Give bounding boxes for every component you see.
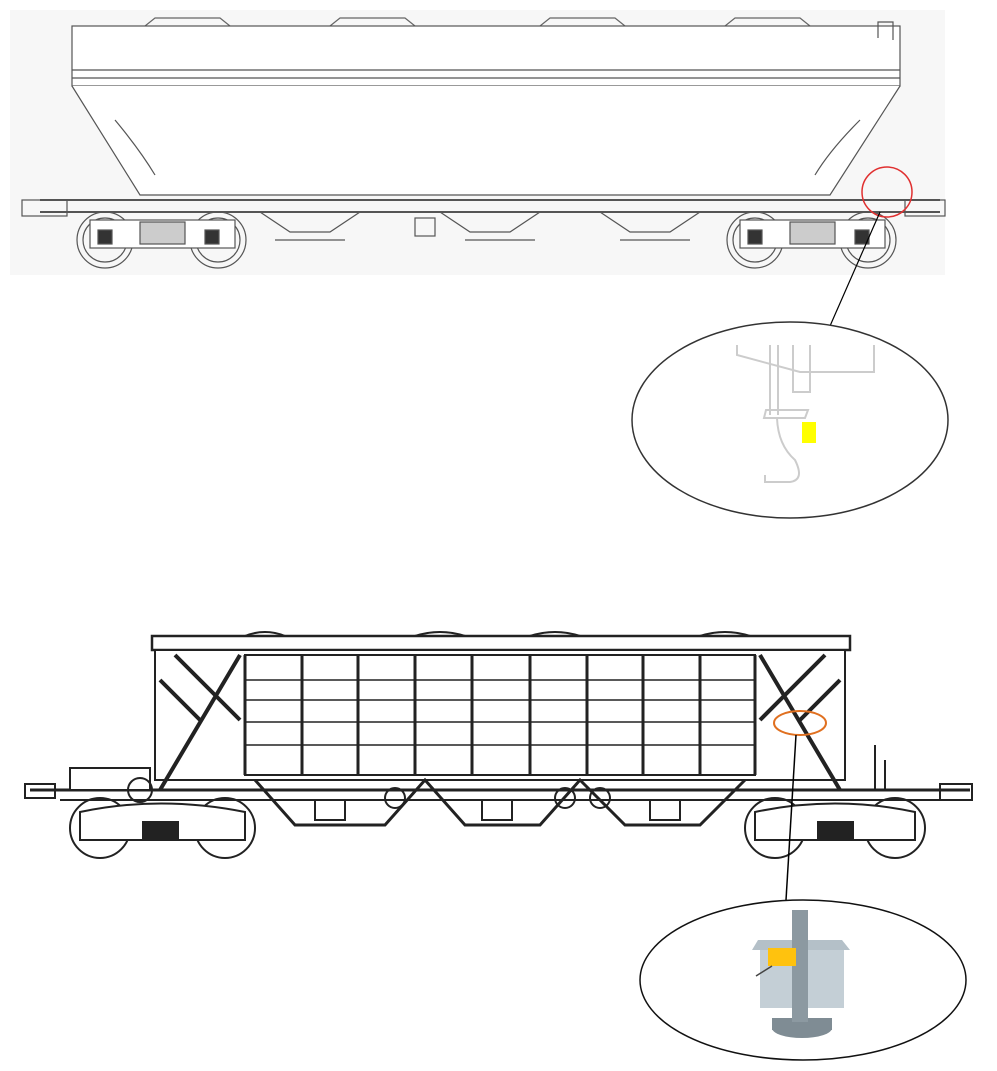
top-callout-line <box>829 211 881 327</box>
top-detail-inset <box>631 321 949 519</box>
side-ribs <box>243 655 757 775</box>
bottom-hopper-car <box>24 631 973 859</box>
tag-marker <box>802 422 816 443</box>
top-hopper-car <box>10 10 946 275</box>
bogie-left <box>76 211 247 269</box>
top-highlight-circle <box>861 166 913 218</box>
bottom-highlight-ellipse <box>773 710 827 736</box>
tag-marker <box>768 948 796 966</box>
bottom-detail-inset <box>639 899 967 1061</box>
bogie-left <box>69 797 256 859</box>
roof-hatches <box>144 17 811 27</box>
bottom-callout-line <box>785 734 797 901</box>
bogie-right <box>744 797 926 859</box>
bogie-right <box>726 211 897 269</box>
